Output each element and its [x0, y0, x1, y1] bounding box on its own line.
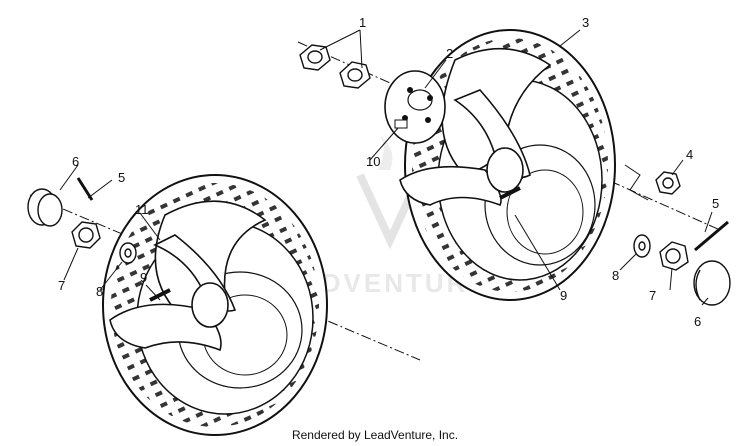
leader-lines	[59, 29, 713, 306]
valve-stem-right	[499, 186, 521, 200]
callout-7b: 7	[649, 288, 656, 303]
render-credit: Rendered by LeadVenture, Inc.	[291, 428, 459, 442]
parts-left-side	[27, 177, 137, 264]
callout-10: 10	[366, 154, 380, 169]
callout-9b: 9	[560, 288, 567, 303]
parts-right-side	[633, 171, 731, 306]
callout-labels: 1 2 3 4 5 6 7 8 9 10 11 9 5 6 7 8	[58, 15, 719, 329]
callout-6b: 6	[694, 314, 701, 329]
callout-5b: 5	[712, 196, 719, 211]
callout-2: 2	[446, 46, 453, 61]
axle-break-symbol	[624, 164, 649, 201]
callout-6: 6	[72, 154, 79, 169]
callout-9: 9	[140, 270, 147, 285]
callout-7: 7	[58, 278, 65, 293]
nuts-top	[299, 44, 371, 89]
valve-stem-left	[149, 288, 171, 302]
callout-1: 1	[359, 15, 366, 30]
rim-halves-left	[109, 200, 267, 352]
callout-3: 3	[582, 15, 589, 30]
callout-4: 4	[686, 147, 693, 162]
callout-8b: 8	[612, 268, 619, 283]
hub-right	[384, 70, 446, 144]
rim-halves-right	[399, 47, 552, 207]
callout-5: 5	[118, 170, 125, 185]
callout-8: 8	[96, 284, 103, 299]
callout-11: 11	[135, 202, 149, 217]
